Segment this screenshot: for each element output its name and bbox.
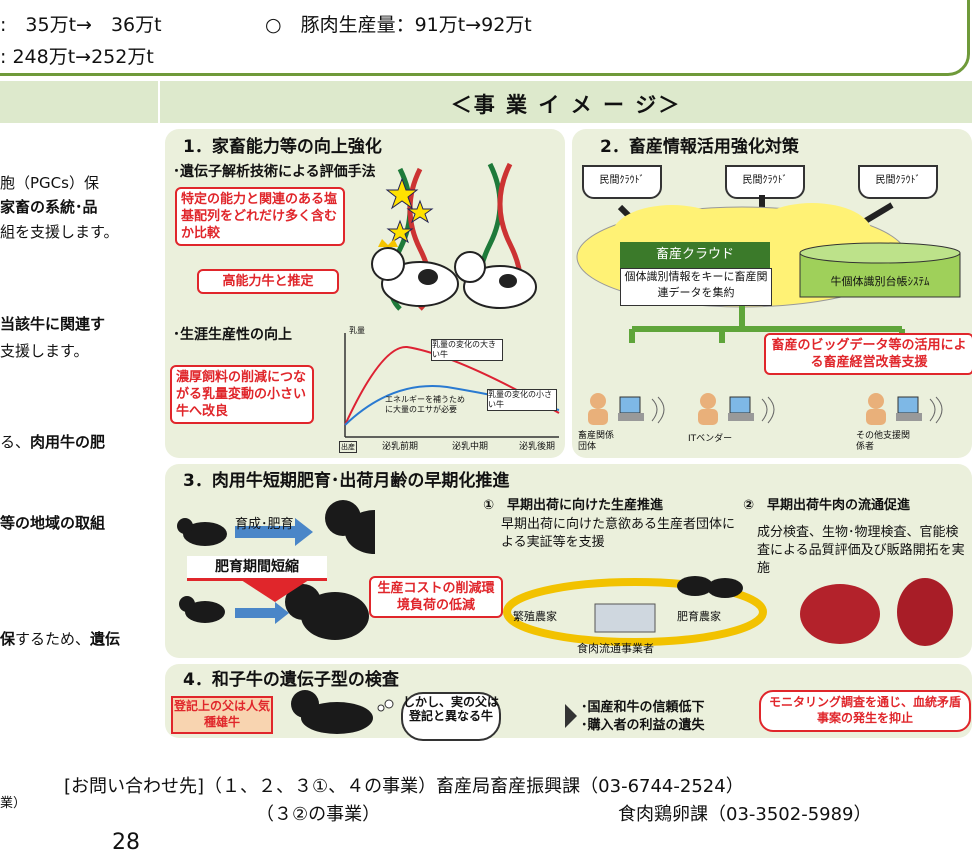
chart-label-small: 乳量の変化の小さい牛: [487, 389, 557, 411]
private-cloud-2: 民間ｸﾗｳﾄﾞ: [725, 165, 805, 199]
left-header-bar: [0, 81, 158, 123]
left-text-1: 胞（PGCs）保: [0, 174, 99, 192]
chart-ylabel: 乳量: [349, 326, 365, 335]
cloud-main-title: 畜産クラウド: [620, 242, 770, 268]
panel-3-d1: 早期出荷に向けた意欲ある生産者団体による実証等を支援: [501, 517, 736, 550]
panel-1-title: 1．家畜能力等の向上強化: [183, 137, 382, 157]
distribution-illustration: [503, 576, 953, 646]
panel-1-red3: 濃厚飼料の削減につながる乳量変動の小さい牛へ改良: [170, 365, 314, 424]
chart-x2: 泌乳中期: [452, 442, 489, 452]
user-label-3: その他支援関係者: [856, 431, 911, 452]
cow-icon: [177, 500, 375, 640]
contact-line-2b: 食肉鶏卵課（03-3502-5989）: [618, 804, 872, 825]
private-cloud-1: 民間ｸﾗｳﾄﾞ: [582, 165, 662, 199]
footer-left: 業）: [0, 796, 27, 811]
user-group-3: その他支援関係者: [856, 391, 966, 452]
chart-x-birth: 出産: [339, 441, 357, 453]
panel-1-red2: 高能力牛と推定: [197, 269, 339, 294]
chart-x1: 泌乳前期: [382, 442, 419, 452]
contact-line-2a: （３②の事業）: [256, 804, 381, 825]
farm-label-3: 食肉流通事業者: [577, 642, 654, 655]
panel-1: 1．家畜能力等の向上強化 ･遺伝子解析技術による評価手法 特定の能力と関連のある…: [165, 129, 565, 458]
db-label: 牛個体識別台帳ｼｽﾃﾑ: [830, 275, 930, 288]
farm-label-2: 肥育農家: [677, 610, 721, 623]
dna-cow-illustration: [371, 162, 537, 311]
chart-label-big: 乳量の変化の大きい牛: [431, 339, 503, 361]
user-group-2: ITベンダー: [688, 391, 784, 449]
chart-x3: 泌乳後期: [519, 442, 556, 452]
left-text-4: 当該牛に関連す: [0, 315, 106, 333]
jigyo-header-bar: ＜事 業 イ メ ー ジ＞: [160, 81, 972, 123]
left-text-5: 支援します。: [0, 342, 89, 360]
panel-2-title: 2．畜産情報活用強化対策: [600, 137, 799, 157]
panel-4-title: 4．和子牛の遺伝子型の検査: [183, 670, 399, 690]
cow-icon: [291, 690, 373, 734]
user-label-1: 畜産関係団体: [578, 431, 615, 452]
milk-yield-chart: 乳量 乳量の変化の大きい牛 乳量の変化の小さい牛 エネルギーを補うために大量のエ…: [337, 325, 563, 455]
panel-3: 3．肉用牛短期肥育･出荷月齢の早期化推進 育成･肥育 肥育期間短縮 生産コストの…: [165, 464, 972, 658]
left-text-2: 家畜の系統･品: [0, 198, 98, 216]
cow-icon: [677, 576, 743, 598]
panel-4-red: モニタリング調査を通じ、血統矛盾事案の発生を抑止: [759, 690, 971, 732]
contact-line-1: [お問い合わせ先]（１、２、３①、４の事業）畜産局畜産振興課（03-6744-2…: [64, 776, 744, 797]
cow-bubble-illustration: [291, 690, 394, 734]
section-title: ＜事 業 イ メ ー ジ＞: [450, 93, 682, 117]
star-icon: [385, 177, 434, 244]
panel-1-sub2: ･生涯生産性の向上: [173, 327, 292, 343]
beef-image: [800, 578, 953, 646]
cloud-main-body: 個体識別情報をキーに畜産関連データを集約: [620, 268, 772, 306]
label-short: 肥育期間短縮: [187, 556, 327, 581]
panel-3-d2: 成分検査、生物･物理検査、官能検査による品質評価及び販路開拓を実施: [757, 525, 965, 576]
cattle-illustration: [177, 500, 375, 640]
chart-label-energy: エネルギーを補うために大量のエサが必要: [385, 395, 465, 414]
cow-icon: [371, 239, 537, 309]
page-number: 28: [112, 830, 140, 855]
user-group-1: 畜産関係団体: [578, 391, 674, 452]
left-text-3: 組を支援します。: [0, 223, 119, 241]
label-ikusei: 育成･肥育: [235, 517, 294, 532]
left-text-8: 保するため、遺伝: [0, 630, 121, 648]
panel-3-h2: ② 早期出荷牛肉の流通促進: [743, 498, 911, 513]
arrow-icon: [565, 704, 577, 728]
summary-line1-a: : 35万t→ 36万t: [0, 14, 162, 36]
summary-box: [0, 0, 970, 76]
left-text-6: る、肉用牛の肥: [0, 433, 106, 451]
panel-4-sign: 登記上の父は人気種雄牛: [171, 696, 273, 734]
panel-2: 2．畜産情報活用強化対策 民間ｸﾗｳﾄﾞ 民間ｸﾗｳﾄﾞ 民間ｸﾗｳﾄﾞ 畜産ク…: [572, 129, 972, 458]
left-text-7: 等の地域の取組: [0, 514, 106, 532]
panel-2-red: 畜産のビッグデータ等の活用による畜産経営改善支援: [764, 333, 972, 375]
farm-label-1: 繁殖農家: [513, 610, 557, 623]
private-cloud-3: 民間ｸﾗｳﾄﾞ: [858, 165, 938, 199]
panel-3-h1: ① 早期出荷に向けた生産推進: [483, 498, 664, 513]
panel-4-bubble: しかし、実の父は登記と異なる牛: [401, 692, 501, 741]
summary-line2: : 248万t→252万t: [0, 46, 154, 68]
panel-3-title: 3．肉用牛短期肥育･出荷月齢の早期化推進: [183, 471, 510, 491]
panel-1-red1: 特定の能力と関連のある塩基配列をどれだけ多く含むか比較: [175, 187, 345, 246]
panel-4-result1: ･国産和牛の信頼低下: [581, 700, 705, 715]
panel-4-result2: ･購入者の利益の遺失: [581, 718, 705, 733]
user-label-2: ITベンダー: [688, 434, 733, 444]
panel-3-red: 生産コストの削減環境負荷の低減: [369, 576, 503, 618]
panel-4: 4．和子牛の遺伝子型の検査 登記上の父は人気種雄牛 しかし、実の父は登記と異なる…: [165, 664, 972, 741]
panel-1-sub1: ･遺伝子解析技術による評価手法: [173, 164, 376, 180]
summary-line1-b: ○ 豚肉生産量：91万t→92万t: [265, 14, 532, 36]
